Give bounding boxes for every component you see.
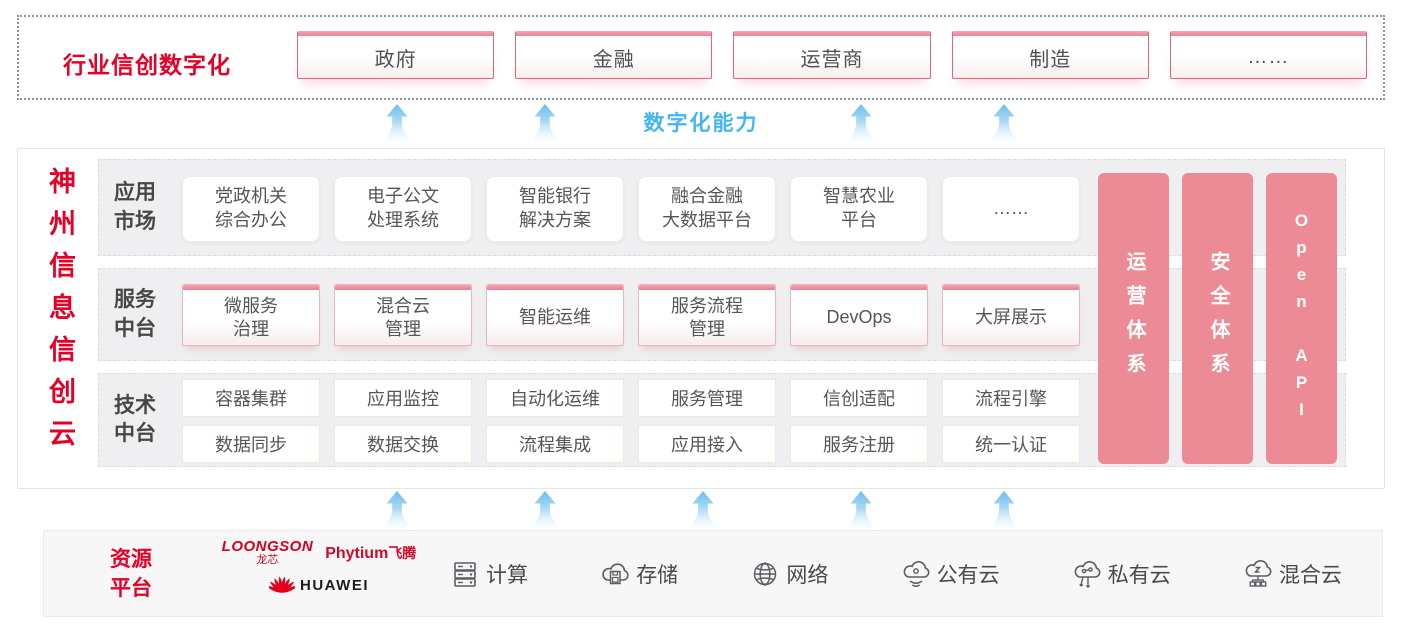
tech-box: 数据同步 bbox=[182, 425, 320, 463]
digital-capability-label: 数字化能力 bbox=[643, 112, 759, 135]
resource-item-compute: 计算 bbox=[449, 558, 528, 590]
service-box: 服务流程 管理 bbox=[638, 284, 776, 346]
industry-box-more: …… bbox=[1169, 31, 1368, 79]
up-arrow-icon bbox=[842, 491, 880, 529]
industry-box-row: 政府 金融 运营商 制造 …… bbox=[297, 31, 1368, 79]
tech-box: 数据交换 bbox=[334, 425, 472, 463]
box-top-accent bbox=[639, 285, 775, 290]
box-top-accent bbox=[298, 31, 494, 36]
box-top-accent bbox=[734, 31, 930, 36]
industry-banner: 行业信创数字化 政府 金融 运营商 制造 …… bbox=[17, 15, 1385, 100]
row-label: 应用 市场 bbox=[114, 181, 156, 233]
tech-box: 应用接入 bbox=[638, 425, 776, 463]
tech-box: 流程引擎 bbox=[942, 379, 1080, 417]
box-top-accent bbox=[943, 285, 1079, 290]
up-arrow-icon bbox=[378, 104, 416, 142]
pillar-operations-system: 运营体系 bbox=[1098, 173, 1169, 464]
resource-platform-panel: 资源 平台 LOONGSON 龙芯 Phytium 飞腾 bbox=[43, 530, 1383, 617]
private-cloud-icon bbox=[1074, 560, 1101, 588]
service-box: 微服务 治理 bbox=[182, 284, 320, 346]
row-label: 技术 中台 bbox=[114, 393, 156, 445]
resource-items: 计算 存储 bbox=[449, 531, 1342, 616]
tech-boxes-top: 容器集群 应用监控 自动化运维 服务管理 信创适配 流程引擎 bbox=[182, 379, 1080, 417]
up-arrow-icon bbox=[684, 491, 722, 529]
service-box: 智能运维 bbox=[486, 284, 624, 346]
tech-box: 统一认证 bbox=[942, 425, 1080, 463]
box-top-accent bbox=[335, 285, 471, 290]
box-top-accent bbox=[183, 285, 319, 290]
huawei-flower-icon bbox=[269, 576, 295, 593]
tech-box: 流程集成 bbox=[486, 425, 624, 463]
tech-box: 容器集群 bbox=[182, 379, 320, 417]
box-top-accent bbox=[487, 285, 623, 290]
industry-label: 政府 bbox=[374, 48, 417, 71]
hybrid-cloud-icon bbox=[1245, 559, 1272, 587]
huawei-logo: HUAWEI bbox=[209, 573, 429, 597]
app-box: 电子公文 处理系统 bbox=[334, 176, 472, 242]
industry-label: …… bbox=[1247, 45, 1290, 68]
app-box-more: …… bbox=[942, 176, 1080, 242]
app-box: 融合金融 大数据平台 bbox=[638, 176, 776, 242]
up-arrow-icon bbox=[985, 491, 1023, 529]
industry-box-manufacturing: 制造 bbox=[951, 31, 1149, 79]
up-arrow-icon bbox=[526, 491, 564, 529]
industry-banner-title: 行业信创数字化 bbox=[63, 52, 231, 78]
industry-label: 运营商 bbox=[800, 48, 864, 71]
platform-title: 神州信息信创云 bbox=[45, 167, 75, 461]
tech-box: 应用监控 bbox=[334, 379, 472, 417]
tech-boxes-bottom: 数据同步 数据交换 流程集成 应用接入 服务注册 统一认证 bbox=[182, 425, 1080, 463]
industry-box-finance: 金融 bbox=[515, 31, 713, 79]
up-arrow-icon bbox=[842, 104, 880, 142]
up-arrow-icon bbox=[526, 104, 564, 142]
resource-item-public-cloud: 公有云 bbox=[900, 558, 1000, 590]
box-top-accent bbox=[791, 285, 927, 290]
industry-label: 金融 bbox=[592, 48, 635, 71]
service-box: 大屏展示 bbox=[942, 284, 1080, 346]
resource-item-network: 网络 bbox=[749, 558, 828, 590]
tech-box: 服务注册 bbox=[790, 425, 928, 463]
vendor-logos: LOONGSON 龙芯 Phytium 飞腾 bbox=[209, 539, 429, 597]
box-top-accent bbox=[952, 31, 1148, 36]
pillar-security-system: 安全体系 bbox=[1182, 173, 1253, 464]
app-market-boxes: 党政机关 综合办公 电子公文 处理系统 智能银行 解决方案 融合金融 大数据平台… bbox=[182, 176, 1080, 242]
platform-container: 神州信息信创云 应用 市场 党政机关 综合办公 电子公文 处理系统 智能银行 解… bbox=[17, 148, 1385, 489]
pillar-open-api: Open API bbox=[1266, 173, 1337, 464]
up-arrow-icon bbox=[985, 104, 1023, 142]
storage-cloud-icon bbox=[602, 562, 629, 584]
compute-server-icon bbox=[454, 561, 476, 587]
service-boxes: 微服务 治理 混合云 管理 智能运维 服务流程 管理 DevOps 大屏展示 bbox=[182, 284, 1080, 346]
service-box: DevOps bbox=[790, 284, 928, 346]
industry-box-operator: 运营商 bbox=[733, 31, 931, 79]
tech-box: 自动化运维 bbox=[486, 379, 624, 417]
resource-item-hybrid-cloud: 混合云 bbox=[1242, 558, 1342, 590]
row-label: 服务 中台 bbox=[114, 288, 156, 340]
up-arrow-icon bbox=[378, 491, 416, 529]
loongson-logo: LOONGSON 龙芯 bbox=[221, 538, 314, 566]
tech-box: 信创适配 bbox=[790, 379, 928, 417]
public-cloud-icon bbox=[903, 560, 929, 587]
service-box: 混合云 管理 bbox=[334, 284, 472, 346]
industry-label: 制造 bbox=[1029, 48, 1072, 71]
industry-box-government: 政府 bbox=[297, 31, 495, 79]
box-top-accent bbox=[516, 31, 712, 36]
phytium-logo: Phytium 飞腾 bbox=[325, 545, 417, 562]
box-top-accent bbox=[1170, 31, 1367, 36]
resource-item-private-cloud: 私有云 bbox=[1071, 558, 1171, 590]
app-box: 智能银行 解决方案 bbox=[486, 176, 624, 242]
resource-platform-label: 资源 平台 bbox=[110, 548, 152, 601]
network-globe-icon bbox=[754, 561, 777, 586]
app-box: 智慧农业 平台 bbox=[790, 176, 928, 242]
resource-item-storage: 存储 bbox=[599, 558, 678, 590]
app-box: 党政机关 综合办公 bbox=[182, 176, 320, 242]
tech-box: 服务管理 bbox=[638, 379, 776, 417]
